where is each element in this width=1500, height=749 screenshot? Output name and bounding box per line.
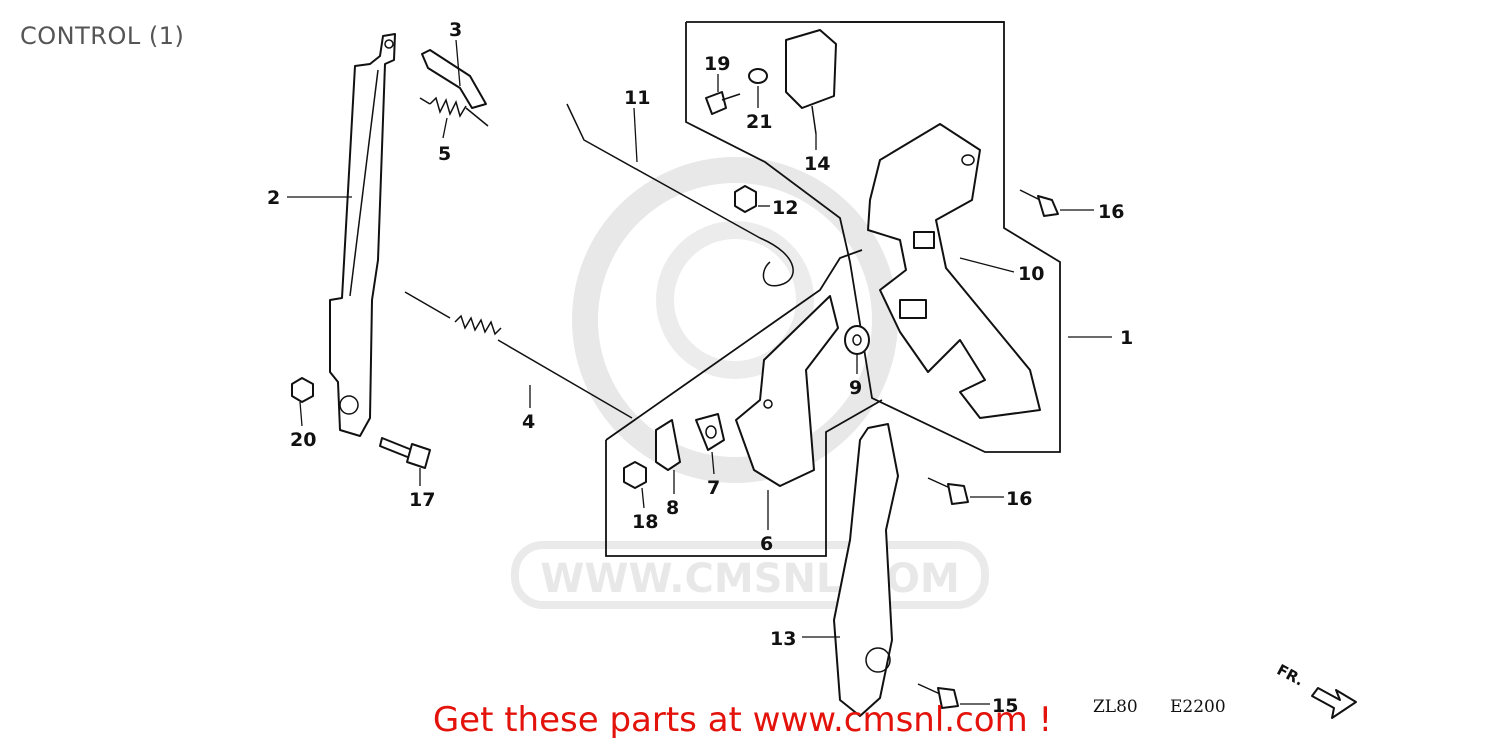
assembly-outline-upper: [685, 21, 1061, 453]
callout-19: 19: [704, 53, 730, 75]
part-8-lever: [655, 419, 681, 471]
callout-16-upper: 16: [1098, 201, 1124, 223]
part-17-bolt: [379, 437, 431, 469]
callout-17: 17: [409, 489, 435, 511]
callout-13: 13: [770, 628, 796, 650]
part-19-bolt: [705, 91, 741, 115]
part-13-lever: [833, 423, 899, 717]
part-16-bolt-lower: [927, 477, 969, 505]
callout-1: 1: [1120, 327, 1133, 349]
callout-16-lower: 16: [1006, 488, 1032, 510]
callout-5: 5: [438, 143, 451, 165]
part-6-plate: [735, 295, 839, 487]
assembly-outline-lower: [605, 249, 883, 557]
watermark-text: WWW.CMSNL.COM: [540, 556, 960, 602]
diagram-code-ref: E2200: [1170, 697, 1226, 717]
part-9-washer: [844, 325, 870, 355]
page-title: CONTROL (1): [20, 22, 185, 50]
callout-14: 14: [804, 153, 830, 175]
callout-11: 11: [624, 87, 650, 109]
callout-labels: 1 2 3 4 5 6 7 8 9 10 11 12 13 14 15 16 1…: [267, 19, 1133, 717]
part-5-spring: [419, 96, 489, 127]
callout-20: 20: [290, 429, 316, 451]
part-11-wire: [566, 103, 794, 287]
diagram-code-model: ZL80: [1093, 697, 1138, 717]
callout-18: 18: [632, 511, 658, 533]
part-4-rod: [404, 291, 633, 419]
part-12-nut: [734, 185, 757, 213]
callout-15: 15: [992, 695, 1018, 717]
callout-4: 4: [522, 411, 535, 433]
part-14-switch: [785, 29, 837, 135]
callout-2: 2: [267, 187, 280, 209]
part-18-nut: [623, 461, 647, 489]
part-1-bracket: [867, 123, 1041, 419]
callout-10: 10: [1018, 263, 1044, 285]
leader-lines: [287, 39, 1112, 705]
part-3-bracket: [421, 49, 487, 109]
direction-label: FR.: [1274, 661, 1307, 690]
part-7-plate: [695, 413, 725, 451]
part-20-nut: [291, 377, 314, 403]
part-2-lever: [329, 33, 396, 437]
callout-7: 7: [707, 477, 720, 499]
callout-8: 8: [666, 497, 679, 519]
footer-cta-link[interactable]: Get these parts at www.cmsnl.com !: [432, 700, 1053, 740]
callout-12: 12: [772, 197, 798, 219]
part-16-bolt-upper: [1019, 189, 1059, 217]
callout-21: 21: [746, 111, 772, 133]
callout-9: 9: [849, 377, 862, 399]
callout-6: 6: [760, 533, 773, 555]
callout-3: 3: [449, 19, 462, 41]
part-21-washer: [748, 68, 768, 84]
part-15-bolt: [917, 683, 959, 709]
